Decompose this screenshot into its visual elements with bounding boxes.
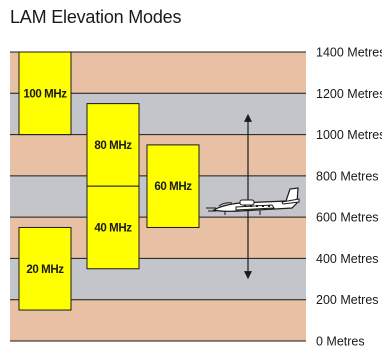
mode-box-rect: [18, 51, 72, 136]
mode-box-label: 20 MHz: [26, 264, 64, 276]
mode-boxes: 100 MHz 80 MHz 60 MHz 40 MHz 20 MHz: [18, 51, 200, 311]
altitude-label: 800 Metres: [316, 169, 379, 183]
diagram-title: LAM Elevation Modes: [10, 7, 182, 27]
mode-box-rect: [146, 144, 200, 228]
mode-box: 60 MHz: [146, 144, 200, 228]
mode-box: 20 MHz: [18, 226, 72, 311]
mode-box-label: 60 MHz: [154, 181, 192, 193]
altitude-label: 600 Metres: [316, 211, 379, 225]
altitude-label: 1000 Metres: [316, 128, 382, 142]
altitude-label: 1400 Metres: [316, 46, 382, 60]
aircraft-icon: [206, 187, 300, 215]
mode-box: 80 MHz: [86, 103, 140, 187]
arrow-head-up: [244, 113, 252, 122]
altitude-label: 0 Metres: [316, 335, 365, 349]
double-arrow-icon: [244, 113, 252, 280]
mode-box: 40 MHz: [86, 185, 140, 270]
mode-box-label: 40 MHz: [94, 222, 132, 234]
arrow-head-down: [244, 271, 252, 280]
mode-box-rect: [18, 226, 72, 311]
altitude-labels: 1400 Metres 1200 Metres 1000 Metres 800 Met…: [316, 46, 382, 349]
mode-box-label: 80 MHz: [94, 140, 132, 152]
altitude-label: 400 Metres: [316, 252, 379, 266]
mode-box: 100 MHz: [18, 51, 72, 136]
mode-box-rect: [86, 185, 140, 270]
altitude-label: 200 Metres: [316, 293, 379, 307]
altitude-label: 1200 Metres: [316, 87, 382, 101]
mode-box-label: 100 MHz: [23, 88, 67, 100]
